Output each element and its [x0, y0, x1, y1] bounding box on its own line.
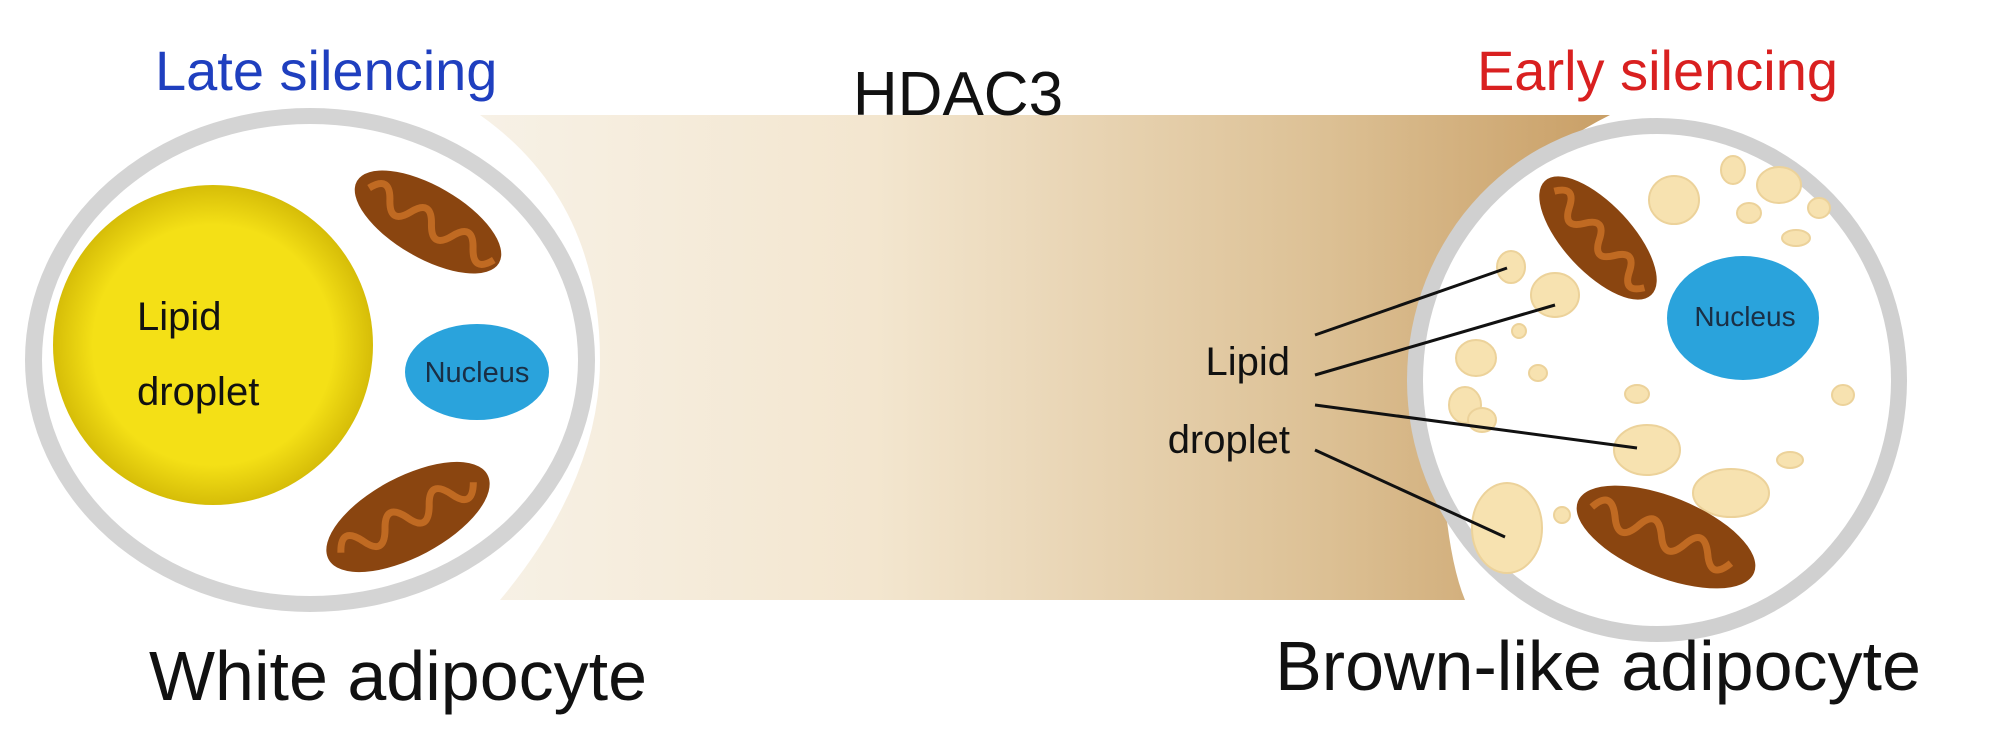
small-lipid-droplets [1448, 155, 1855, 574]
brown-nucleus [1667, 256, 1819, 380]
white-lipid-label-line1: Lipid [137, 295, 222, 339]
hdac3-gradient-band [480, 115, 1610, 600]
large-lipid-droplet [53, 185, 373, 505]
mitochondrion-icon [354, 170, 502, 274]
white-nucleus-label: Nucleus [425, 357, 530, 389]
brown-lipid-label-line2: droplet [1168, 418, 1290, 462]
late-silencing-label: Late silencing [155, 39, 497, 102]
white-adipocyte-caption: White adipocyte [149, 637, 647, 715]
brown-cell-body [1423, 134, 1891, 626]
white-lipid-label-line2: droplet [137, 370, 259, 414]
early-silencing-label: Early silencing [1477, 39, 1838, 102]
hdac3-label: HDAC3 [853, 60, 1063, 129]
brown-like-adipocyte: Nucleus [1407, 118, 1907, 642]
brown-lipid-label-line1: Lipid [1205, 340, 1290, 384]
white-nucleus [405, 324, 549, 420]
white-adipocyte: Lipid droplet Nucleus [25, 108, 595, 612]
mitochondrion-icon [1576, 485, 1756, 589]
lipid-pointer-lines [1314, 266, 1638, 539]
brown-like-adipocyte-caption: Brown-like adipocyte [1275, 627, 1921, 705]
mitochondrion-icon [326, 461, 490, 573]
mitochondrion-icon [1539, 176, 1657, 300]
brown-nucleus-label: Nucleus [1694, 301, 1795, 332]
